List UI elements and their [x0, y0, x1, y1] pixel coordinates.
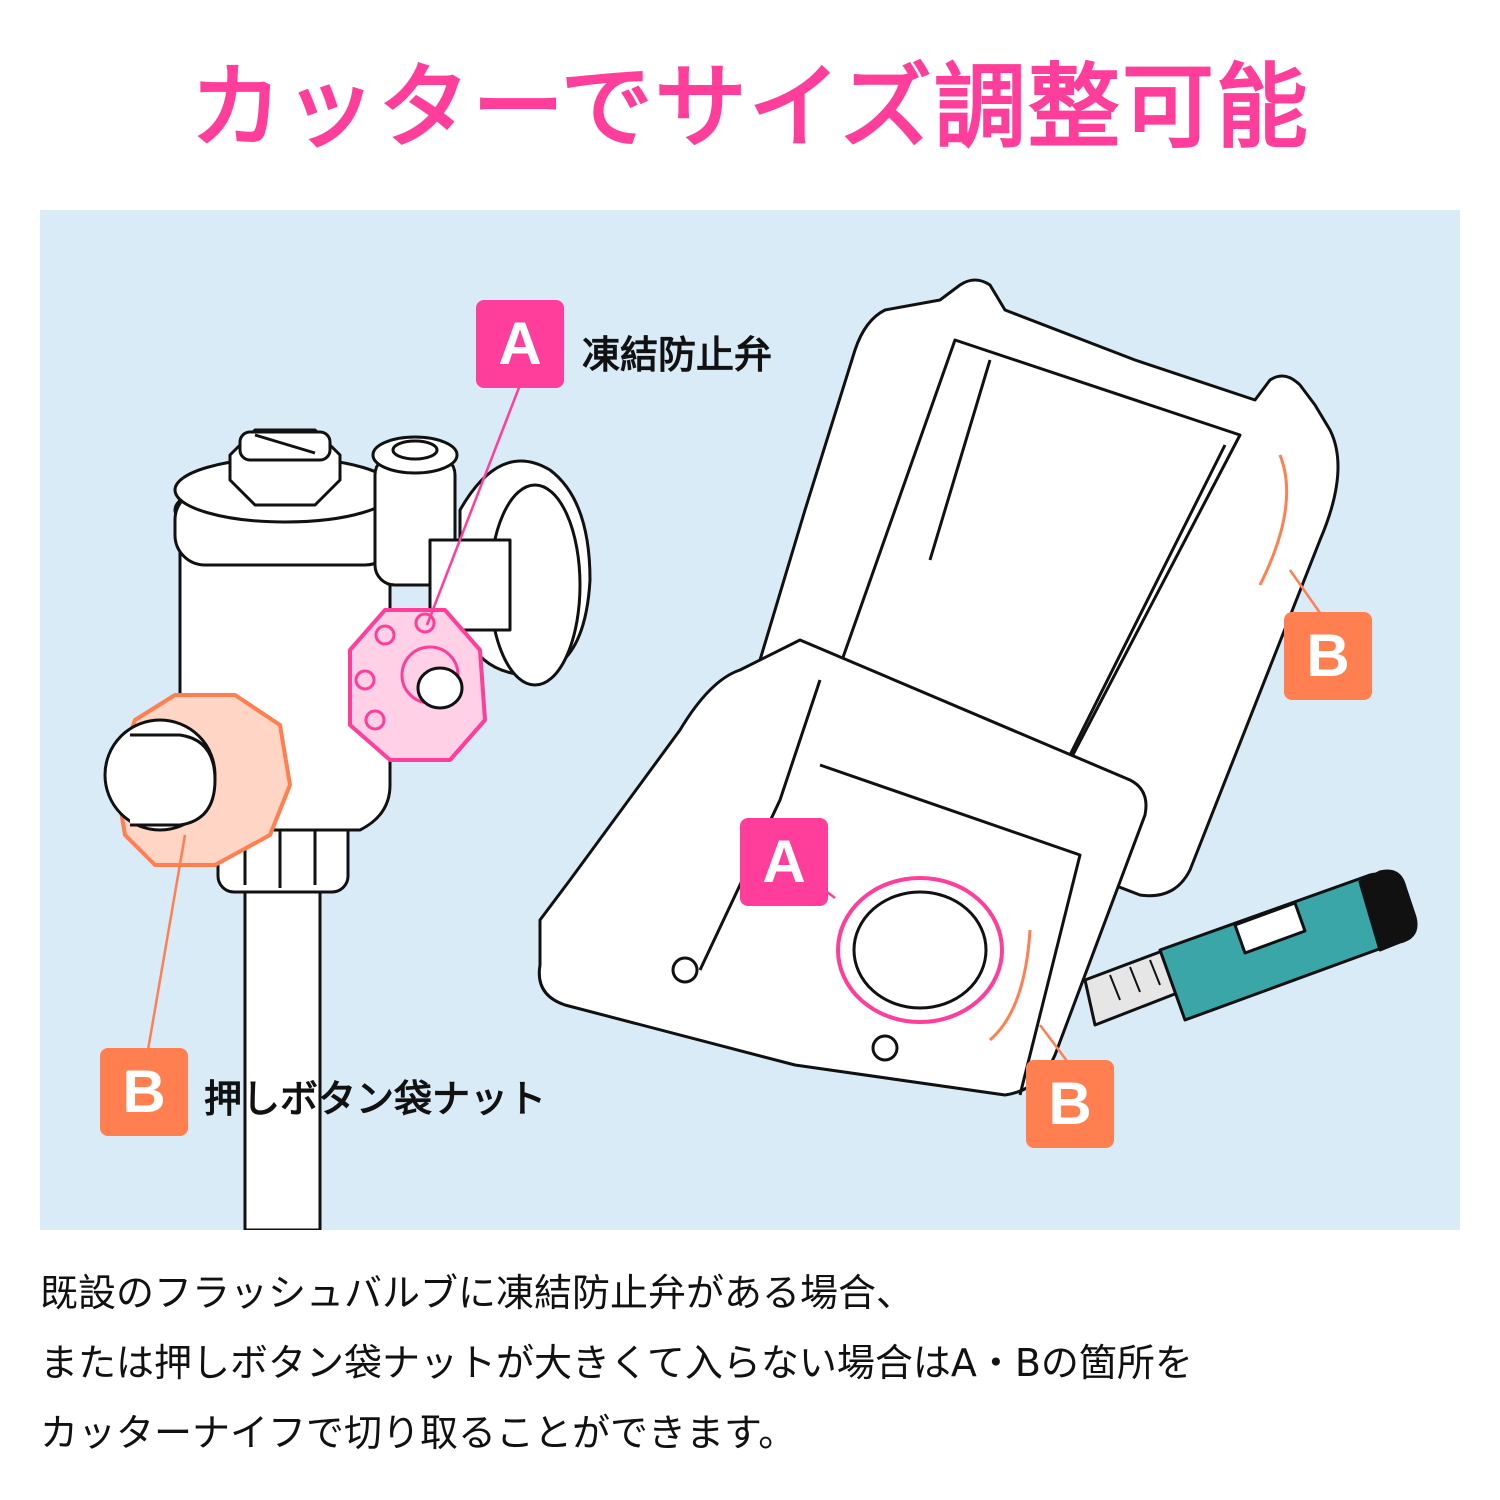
badge-a-valve: A — [476, 300, 564, 388]
badge-a-box: A — [740, 818, 828, 906]
badge-b-box-base: B — [1026, 1060, 1114, 1148]
page-title: カッターでサイズ調整可能 — [0, 48, 1500, 168]
description-line-1: 既設のフラッシュバルブに凍結防止弁がある場合、 — [40, 1271, 915, 1315]
illustration — [103, 278, 1418, 1230]
badge-b-box-lid: B — [1284, 612, 1372, 700]
cutter-knife-icon — [1083, 869, 1418, 1027]
title-part1: カッターでサイズ — [190, 54, 934, 161]
label-antifreeze-valve: 凍結防止弁 — [582, 333, 773, 377]
description: 既設のフラッシュバルブに凍結防止弁がある場合、 または押しボタン袋ナットが大きく… — [40, 1258, 1470, 1468]
flush-valve-icon — [103, 384, 592, 1230]
protective-box-icon — [537, 278, 1340, 1097]
description-line-3: カッターナイフで切り取ることができます。 — [40, 1411, 797, 1455]
illustration-panel: A 凍結防止弁 B 押しボタン袋ナット A B B — [40, 210, 1460, 1230]
title-part2: 調整可能 — [933, 54, 1310, 161]
badge-b-valve: B — [100, 1048, 188, 1136]
label-push-button-nut: 押しボタン袋ナット — [204, 1077, 547, 1121]
description-line-2: または押しボタン袋ナットが大きくて入らない場合はA・Bの箇所を — [40, 1341, 1193, 1385]
